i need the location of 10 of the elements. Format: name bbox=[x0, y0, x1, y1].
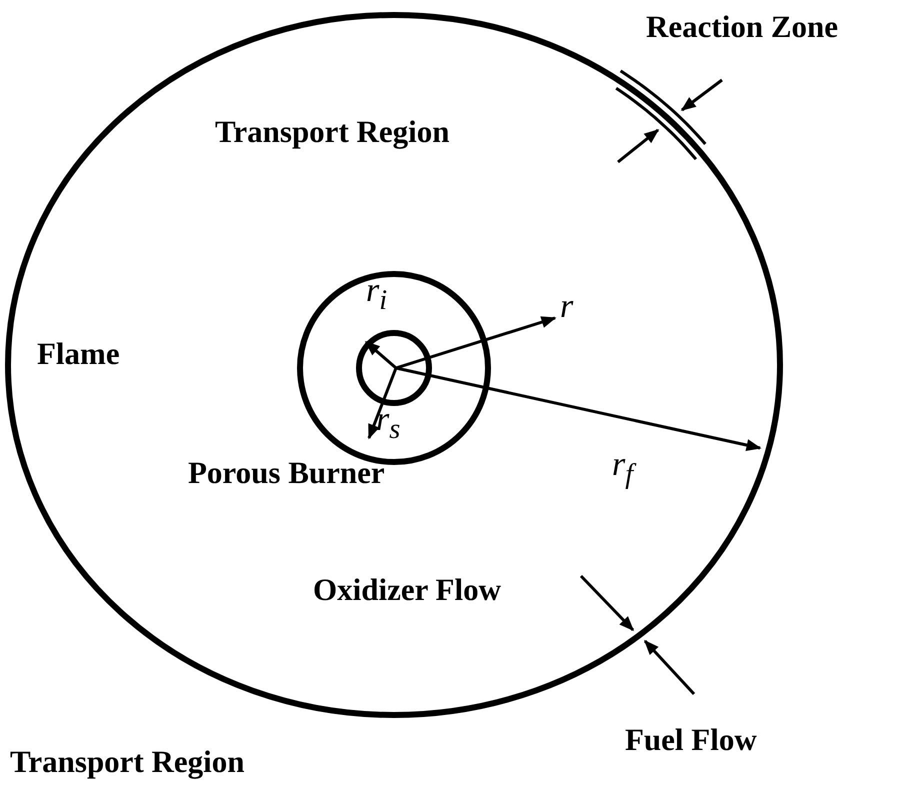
radius-symbol: r bbox=[560, 292, 574, 323]
region-label: Transport Region bbox=[215, 115, 450, 150]
flow-label: Oxidizer Flow bbox=[313, 573, 501, 608]
zone-label: Reaction Zone bbox=[646, 10, 838, 44]
flow-label: Fuel Flow bbox=[625, 723, 757, 758]
radius-symbol: r$_{s}$ bbox=[376, 405, 400, 442]
region-label: Transport Region bbox=[10, 745, 245, 780]
region-label: Flame bbox=[37, 337, 120, 372]
component-label: Porous Burner bbox=[188, 456, 385, 490]
radius-symbol: r$_{i}$ bbox=[366, 276, 388, 314]
